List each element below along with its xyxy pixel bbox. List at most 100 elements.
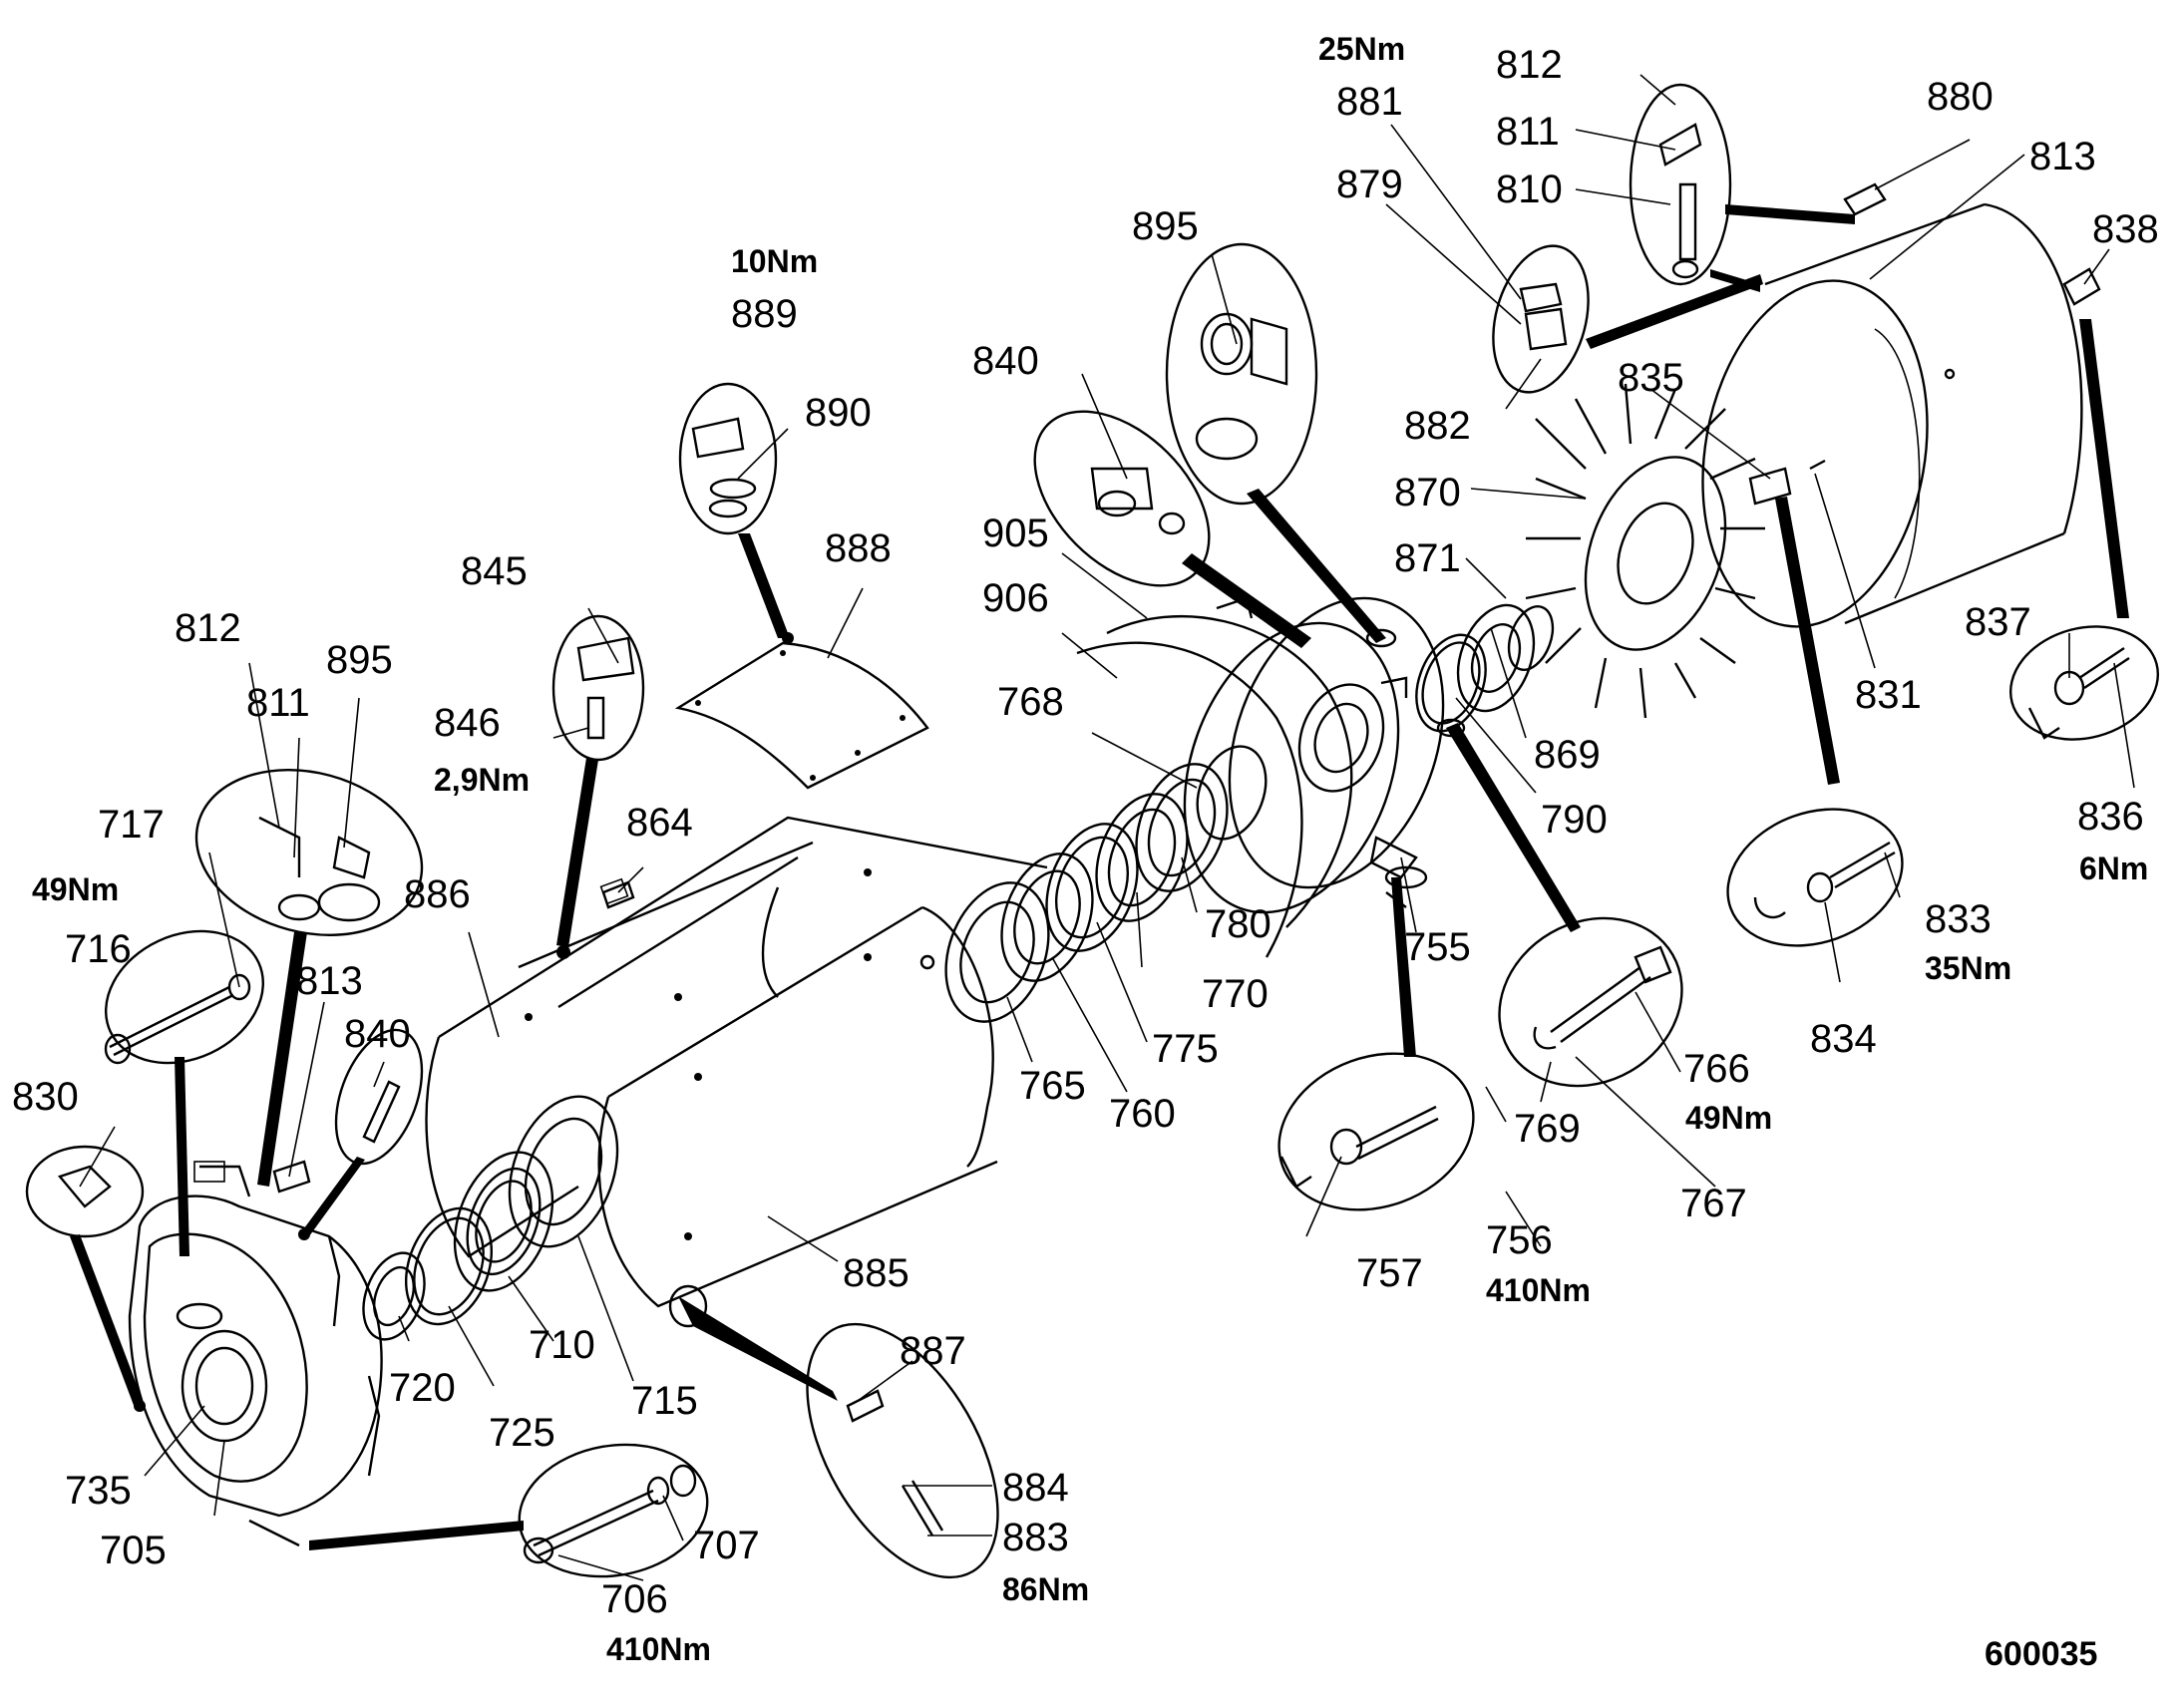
label-888: 888 (825, 526, 892, 570)
label-869: 869 (1534, 733, 1601, 777)
bolt-879-drawing (1492, 244, 1763, 394)
seal-790-869-drawing (1415, 603, 1555, 733)
fan-cover-880-drawing (1701, 182, 2083, 628)
label-768: 768 (997, 680, 1064, 724)
torque-410nm-left: 410Nm (606, 1631, 711, 1667)
label-810: 810 (1496, 168, 1563, 211)
label-775: 775 (1152, 1027, 1219, 1071)
label-905: 905 (982, 512, 1049, 555)
torque-410nm-right: 410Nm (1486, 1272, 1591, 1308)
label-811-right: 811 (1496, 110, 1560, 154)
label-840-left: 840 (344, 1012, 411, 1056)
bolt-766-drawing (1436, 718, 1683, 1088)
label-769: 769 (1514, 1107, 1581, 1151)
label-705: 705 (100, 1529, 167, 1572)
label-766: 766 (1683, 1047, 1750, 1091)
end-shield-drawing (128, 1161, 383, 1518)
label-833: 833 (1925, 897, 1992, 941)
label-880: 880 (1927, 75, 1994, 119)
fan-870-drawing (1525, 383, 1765, 719)
label-760: 760 (1109, 1092, 1176, 1136)
sensor-895-right-drawing (1165, 242, 1397, 648)
label-756: 756 (1486, 1218, 1553, 1262)
label-835: 835 (1618, 356, 1684, 400)
sensor-callout-left (194, 768, 424, 1187)
label-725: 725 (489, 1411, 555, 1455)
label-870: 870 (1394, 471, 1461, 514)
torque-labels: 25Nm 10Nm 2,9Nm 49Nm 49Nm 6Nm 35Nm 410Nm… (32, 31, 2148, 1667)
label-812-right: 812 (1496, 43, 1563, 87)
fitting-840-right (1033, 410, 1311, 648)
bolt-716-drawing (104, 929, 265, 1256)
bolt-830-drawing (25, 1145, 146, 1412)
label-838: 838 (2092, 207, 2159, 251)
label-717: 717 (98, 803, 165, 847)
torque-6nm: 6Nm (2079, 851, 2148, 886)
label-890: 890 (805, 391, 872, 435)
rear-end-shield-drawing (1183, 596, 1445, 914)
label-837: 837 (1965, 600, 2031, 644)
label-831: 831 (1855, 673, 1922, 717)
label-840-right: 840 (972, 339, 1039, 383)
label-864: 864 (626, 801, 693, 845)
torque-86nm: 86Nm (1002, 1571, 1089, 1607)
label-706: 706 (601, 1577, 668, 1621)
part-labels: 812 811 810 880 813 838 881 879 882 895 … (12, 43, 2159, 1621)
label-780: 780 (1205, 902, 1272, 946)
label-830: 830 (12, 1075, 79, 1119)
label-716: 716 (65, 927, 132, 971)
leader-lines (79, 74, 2135, 1581)
bolt-756-drawing (1277, 877, 1475, 1211)
cover-plate-888-drawing (674, 641, 929, 790)
label-889: 889 (731, 292, 798, 336)
label-710: 710 (529, 1323, 595, 1367)
label-846: 846 (434, 701, 501, 745)
label-757: 757 (1356, 1251, 1423, 1295)
label-790: 790 (1541, 798, 1608, 842)
torque-49nm-right: 49Nm (1685, 1100, 1772, 1136)
label-887: 887 (900, 1329, 966, 1373)
drawing-number: 600035 (1985, 1635, 2097, 1673)
label-882: 882 (1404, 404, 1471, 448)
label-883: 883 (1002, 1516, 1069, 1559)
bearing-rings-right (944, 745, 1268, 1023)
bolt-889-drawing (678, 382, 794, 644)
label-715: 715 (631, 1379, 698, 1423)
label-707: 707 (693, 1524, 760, 1567)
bolt-833-drawing (1726, 459, 1904, 947)
plate-813-left (272, 1160, 311, 1194)
label-770: 770 (1202, 972, 1269, 1016)
label-895-left: 895 (326, 638, 393, 682)
nut-845-drawing (551, 614, 645, 959)
label-765: 765 (1019, 1064, 1086, 1108)
label-845: 845 (461, 549, 528, 593)
label-836: 836 (2077, 795, 2144, 839)
label-886: 886 (404, 872, 471, 916)
label-813-left: 813 (296, 959, 363, 1003)
label-895-right: 895 (1132, 204, 1199, 248)
label-885: 885 (843, 1251, 909, 1295)
torque-49nm-left: 49Nm (32, 871, 119, 907)
stator-frame-drawing (425, 816, 1048, 1579)
plate-864-drawing (601, 880, 635, 909)
fitting-840-left (298, 1028, 424, 1240)
label-906: 906 (982, 576, 1049, 620)
label-813-right: 813 (2029, 135, 2096, 178)
label-871: 871 (1394, 536, 1461, 580)
sensor-callout-right (1629, 83, 1855, 292)
torque-10nm: 10Nm (731, 243, 818, 279)
label-884: 884 (1002, 1466, 1069, 1510)
label-755: 755 (1404, 925, 1471, 969)
label-767: 767 (1680, 1182, 1747, 1225)
label-879: 879 (1336, 163, 1403, 206)
label-735: 735 (65, 1469, 132, 1513)
label-812-left: 812 (175, 606, 241, 650)
bolt-836-drawing (2008, 267, 2160, 741)
label-881: 881 (1336, 80, 1403, 124)
bearing-rings-left (362, 1095, 619, 1341)
label-834: 834 (1810, 1017, 1877, 1061)
torque-25nm: 25Nm (1318, 31, 1405, 67)
torque-35nm: 35Nm (1925, 950, 2011, 986)
bolt-706-drawing (248, 1443, 709, 1578)
